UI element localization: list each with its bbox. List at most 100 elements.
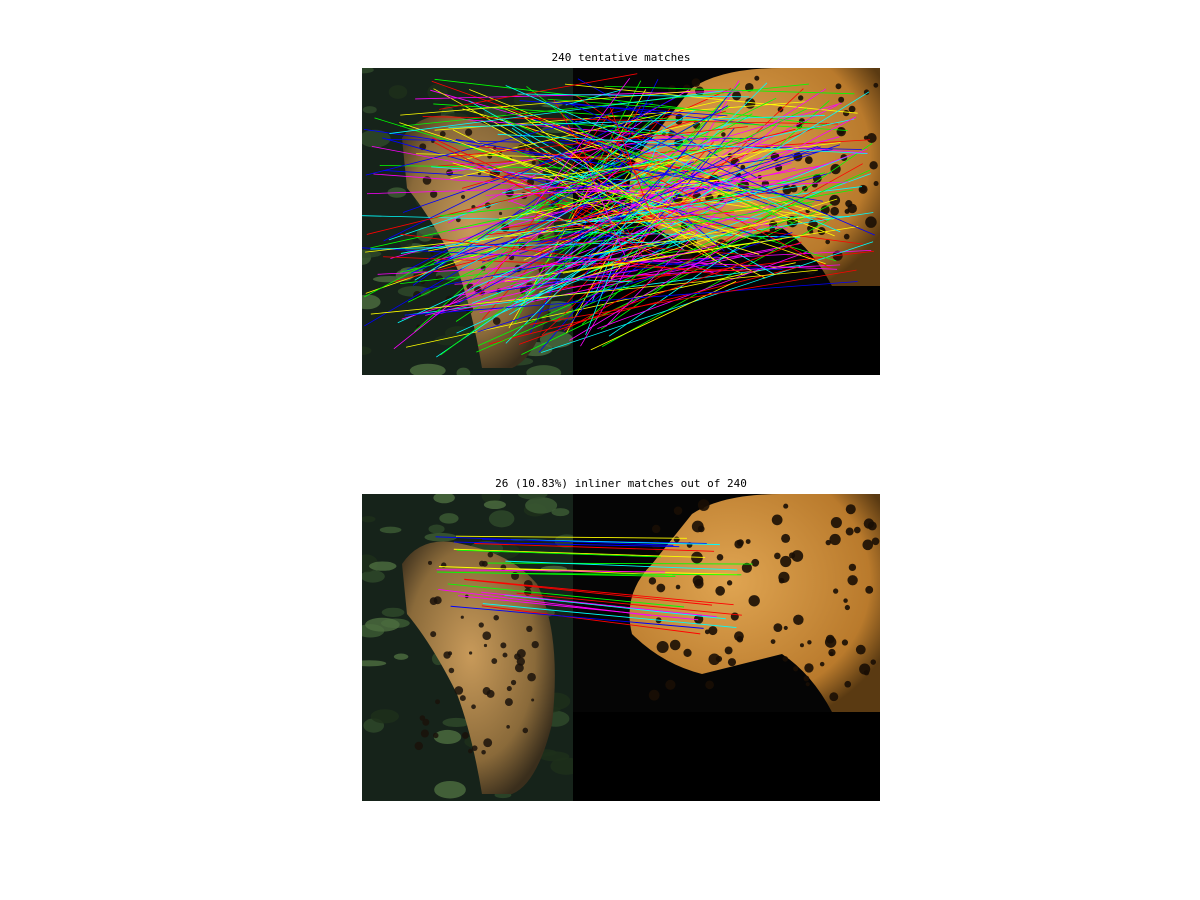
match-line [505, 82, 768, 344]
inlier-line [456, 535, 687, 539]
match-line [425, 245, 716, 316]
spot [858, 184, 868, 194]
match-line [370, 269, 818, 315]
match-line [541, 241, 874, 353]
inlier-line [436, 569, 666, 573]
inlier-line [435, 536, 674, 546]
leaf [488, 510, 515, 528]
inlier-line [481, 591, 717, 618]
match-line [393, 167, 622, 350]
spot [651, 524, 661, 534]
inlier-line [458, 595, 699, 621]
leaf [409, 363, 446, 375]
match-line [364, 150, 641, 298]
match-line [580, 80, 740, 347]
leaf [434, 780, 466, 799]
spot [493, 614, 499, 621]
spot [481, 749, 486, 755]
leaf [456, 367, 471, 375]
spot [531, 160, 536, 165]
spot [736, 539, 744, 547]
match-line [482, 258, 707, 295]
match-line [608, 246, 740, 337]
spot [668, 85, 677, 94]
spot [708, 626, 718, 636]
match-line [473, 166, 653, 246]
spot [793, 666, 799, 672]
spot [863, 89, 870, 95]
match-line [571, 186, 862, 223]
spot [829, 533, 841, 546]
match-line [440, 196, 626, 217]
spot [745, 539, 751, 544]
spot [805, 682, 810, 687]
inlier-line [464, 579, 713, 606]
spot [862, 539, 874, 551]
spot [483, 643, 488, 648]
match-line [400, 233, 724, 276]
match-line [464, 99, 724, 160]
match-line [597, 251, 808, 329]
match-line [585, 264, 614, 336]
spot [705, 680, 714, 690]
match-line [439, 73, 638, 110]
spot [770, 639, 776, 644]
match-line [389, 90, 724, 134]
spot [427, 560, 433, 565]
spot [466, 282, 474, 290]
leaf [434, 335, 461, 346]
leaf [362, 294, 381, 310]
spot [799, 643, 804, 648]
inlier-line [481, 605, 701, 635]
match-line [571, 104, 875, 236]
spot [692, 192, 702, 201]
spot [869, 161, 878, 170]
leaf [539, 331, 574, 348]
spot [790, 184, 798, 193]
match-line [588, 213, 824, 256]
spot [505, 188, 514, 197]
match-line [431, 137, 619, 227]
leaf [551, 508, 570, 517]
leaf [433, 729, 462, 745]
leaf [381, 607, 405, 618]
match-line [554, 100, 767, 127]
match-line [518, 207, 656, 246]
inlier-line [504, 594, 726, 620]
match-line [505, 85, 841, 233]
match-line [552, 162, 792, 229]
match-line [526, 86, 693, 217]
spot [430, 251, 434, 255]
spot [468, 748, 473, 754]
match-line [404, 281, 858, 316]
spot [487, 551, 494, 558]
leaf [526, 365, 562, 375]
leaf [362, 346, 372, 355]
spot [691, 520, 704, 533]
spot [420, 729, 429, 738]
spot [528, 148, 534, 154]
spot [865, 585, 874, 594]
spot [844, 604, 851, 611]
spot [836, 126, 846, 137]
spot [526, 625, 533, 633]
spot [656, 583, 666, 593]
leaf [397, 286, 431, 297]
spot [531, 640, 539, 649]
spot [486, 689, 495, 698]
match-line [544, 167, 625, 232]
match-line [577, 198, 838, 280]
spot [693, 614, 704, 624]
spot [843, 233, 850, 240]
match-line [577, 195, 788, 229]
leaf [393, 653, 409, 660]
match-line [497, 133, 868, 155]
spot [830, 517, 842, 529]
match-line [585, 189, 854, 236]
spot [669, 639, 681, 651]
spot [430, 190, 438, 198]
spot [833, 588, 839, 594]
spot [433, 732, 439, 739]
match-line [391, 202, 700, 283]
match-line [608, 129, 740, 140]
